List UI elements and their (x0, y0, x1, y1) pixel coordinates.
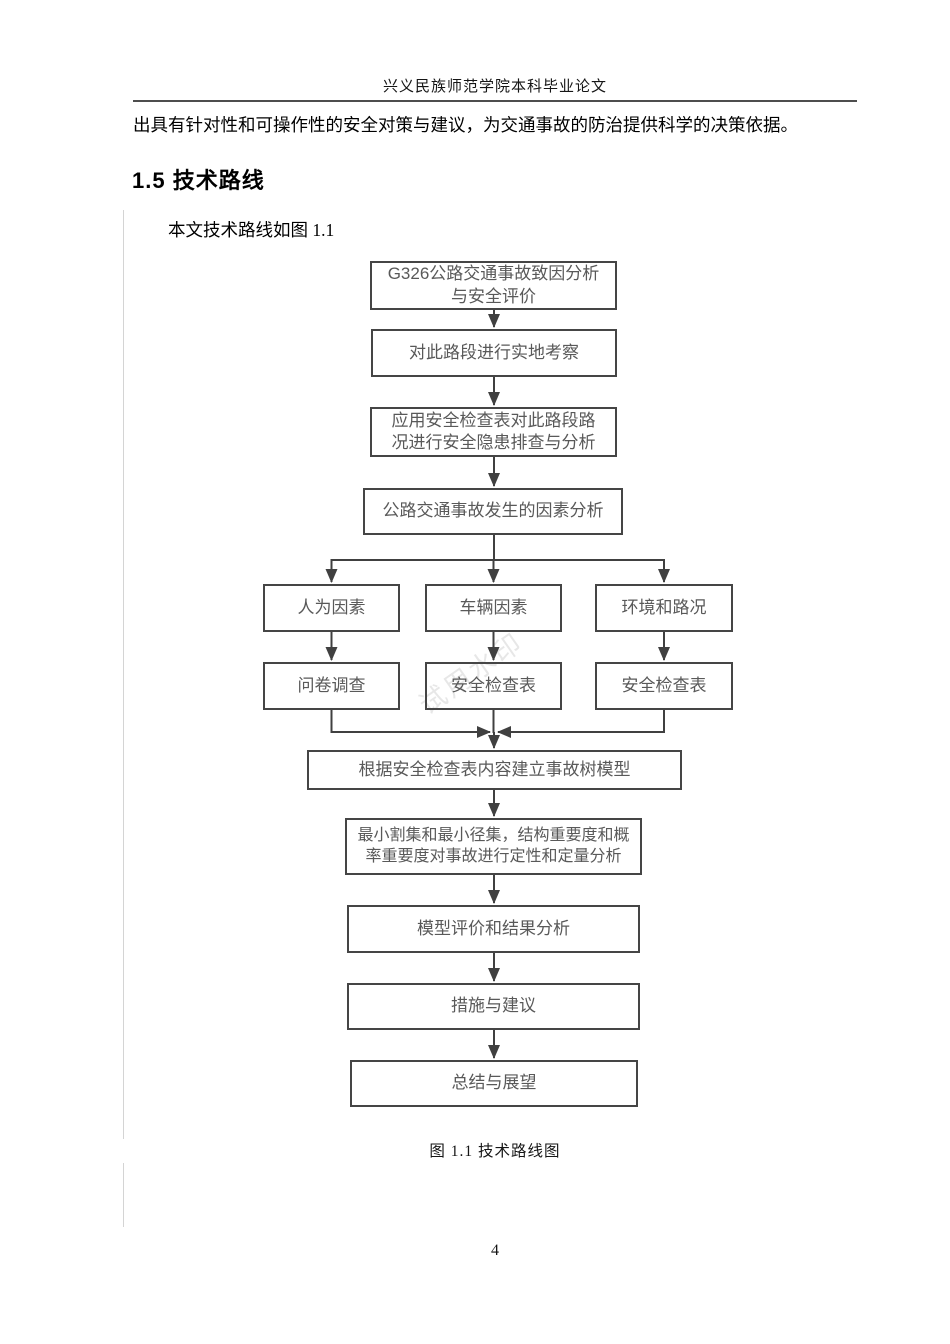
flowchart-node-summary-outlook: 总结与展望 (350, 1060, 638, 1107)
flowchart-node-measures-suggestions: 措施与建议 (347, 983, 640, 1030)
flowchart-node-qualitative-quantitative: 最小割集和最小径集，结构重要度和概 率重要度对事故进行定性和定量分析 (345, 818, 642, 875)
margin-change-bar (123, 1163, 124, 1227)
lead-in-paragraph: 本文技术路线如图 1.1 (168, 220, 335, 240)
section-heading: 1.5 技术路线 (132, 168, 265, 193)
flowchart-node-safety-checklist-1: 安全检查表 (425, 662, 562, 710)
page-header-title: 兴义民族师范学院本科毕业论文 (382, 79, 607, 95)
flowchart-node-model-evaluation: 模型评价和结果分析 (347, 905, 640, 953)
flowchart-node-field-survey: 对此路段进行实地考察 (371, 329, 617, 377)
flowchart-node-environment-factor: 环境和路况 (595, 584, 733, 632)
flowchart-node-topic: G326公路交通事故致因分析 与安全评价 (370, 261, 617, 310)
figure-caption: 图 1.1 技术路线图 (429, 1143, 561, 1160)
flowchart-node-fault-tree-model: 根据安全检查表内容建立事故树模型 (307, 750, 682, 790)
header-rule (133, 100, 857, 102)
body-paragraph: 出具有针对性和可操作性的安全对策与建议，为交通事故的防治提供科学的决策依据。 (133, 115, 798, 135)
flowchart-node-factor-analysis: 公路交通事故发生的因素分析 (363, 488, 623, 535)
margin-change-bar (123, 210, 124, 1139)
flowchart-node-questionnaire: 问卷调查 (263, 662, 400, 710)
flowchart-node-safety-checklist-2: 安全检查表 (595, 662, 733, 710)
flowchart-node-checklist-screening: 应用安全检查表对此路段路 况进行安全隐患排查与分析 (370, 407, 617, 457)
page-number: 4 (491, 1242, 499, 1259)
flowchart-node-human-factor: 人为因素 (263, 584, 400, 632)
flowchart-node-vehicle-factor: 车辆因素 (425, 584, 562, 632)
